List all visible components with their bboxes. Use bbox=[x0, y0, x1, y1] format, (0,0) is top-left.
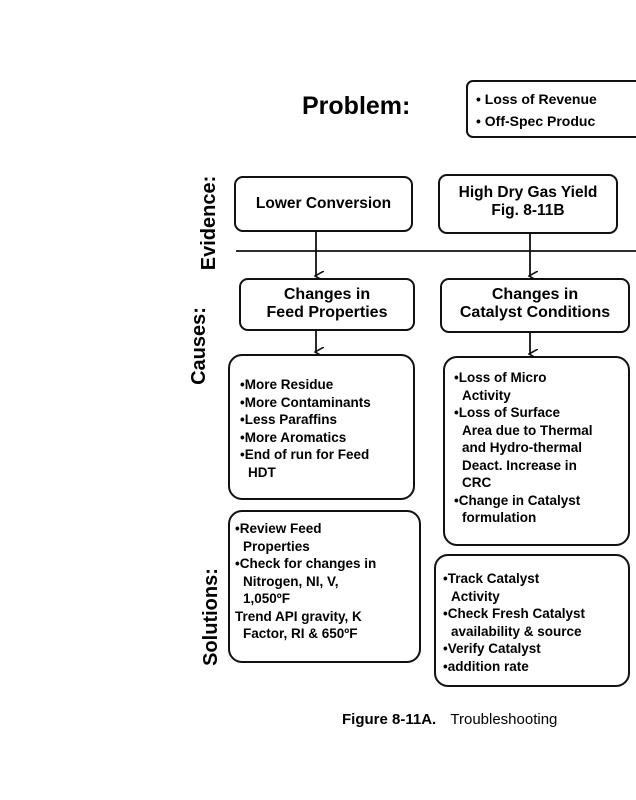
catalyst-detail-line: •Loss of Micro bbox=[454, 370, 547, 385]
feed-solution-line: Properties bbox=[243, 538, 310, 554]
catalyst-cause-line1: Changes in bbox=[491, 286, 579, 303]
feed-solution-line: Nitrogen, NI, V, bbox=[243, 573, 339, 589]
catalyst-details-box: •Loss of Micro Activity •Loss of Surface… bbox=[443, 356, 630, 546]
catalyst-solution-line: availability & source bbox=[451, 623, 582, 639]
problem-item-offspec: • Off-Spec Produc bbox=[476, 113, 596, 130]
catalyst-solution-line: •Check Fresh Catalyst bbox=[443, 606, 586, 622]
evidence-high-dry-gas-box: High Dry Gas Yield Fig. 8-11B bbox=[438, 174, 618, 234]
feed-detail-line: •More Contaminants bbox=[240, 394, 371, 410]
feed-solution-line: 1,050ºF bbox=[243, 591, 290, 607]
feed-details-box: •More Residue •More Contaminants •Less P… bbox=[228, 354, 415, 500]
feed-solution-line: Factor, RI & 650ºF bbox=[243, 626, 358, 642]
catalyst-solution-line: •addition rate bbox=[443, 658, 529, 674]
catalyst-detail-line: and Hydro-thermal bbox=[462, 440, 583, 456]
figure-caption: Figure 8-11A. Troubleshooting bbox=[342, 711, 557, 728]
feed-detail-line: •End of run for Feed bbox=[240, 447, 370, 463]
catalyst-detail-line: •Change in Catalyst bbox=[454, 492, 581, 508]
feed-solution-line: •Check for changes in bbox=[235, 556, 377, 572]
feed-detail-line: HDT bbox=[248, 464, 276, 480]
figure-caption-text: Troubleshooting bbox=[450, 711, 558, 728]
catalyst-detail-line: CRC bbox=[462, 475, 492, 491]
catalyst-solutions-box: •Track Catalyst Activity •Check Fresh Ca… bbox=[434, 554, 630, 687]
problem-item-revenue: • Loss of Revenue bbox=[476, 91, 597, 107]
feed-solution-line: Trend API gravity, K bbox=[235, 608, 362, 624]
feed-detail-line: •Less Paraffins bbox=[240, 412, 338, 428]
catalyst-detail-line: Area due to Thermal bbox=[462, 422, 593, 438]
feed-detail-line: •More Aromatics bbox=[240, 429, 347, 445]
catalyst-detail-line: Activity bbox=[462, 387, 511, 403]
cause-catalyst-conditions-box: Changes in Catalyst Conditions bbox=[440, 278, 630, 333]
causes-side-label: Causes: bbox=[188, 307, 210, 385]
feed-solutions-box: •Review Feed Properties •Check for chang… bbox=[228, 510, 421, 663]
catalyst-solution-line: Activity bbox=[451, 588, 500, 604]
catalyst-solution-line: •Verify Catalyst bbox=[443, 641, 541, 657]
problem-label: Problem: bbox=[302, 92, 411, 120]
figure-ref-text: Fig. 8-11B bbox=[491, 201, 565, 219]
high-dry-gas-text: High Dry Gas Yield bbox=[458, 184, 598, 201]
cause-feed-properties-box: Changes in Feed Properties bbox=[239, 278, 415, 331]
catalyst-detail-line: •Loss of Surface bbox=[454, 405, 561, 421]
feed-detail-line: •More Residue bbox=[240, 377, 334, 392]
figure-caption-label: Figure 8-11A. bbox=[342, 711, 437, 728]
catalyst-detail-line: formulation bbox=[462, 510, 537, 526]
evidence-side-label: Evidence: bbox=[198, 175, 220, 271]
feed-cause-line1: Changes in bbox=[283, 286, 371, 303]
solutions-side-label: Solutions: bbox=[200, 568, 222, 666]
catalyst-cause-line2: Catalyst Conditions bbox=[459, 304, 611, 322]
catalyst-detail-line: Deact. Increase in bbox=[462, 457, 577, 473]
lower-conversion-text: Lower Conversion bbox=[255, 195, 392, 213]
catalyst-solution-line: •Track Catalyst bbox=[443, 571, 540, 586]
feed-cause-line2: Feed Properties bbox=[266, 304, 388, 322]
feed-solution-line: •Review Feed bbox=[235, 521, 322, 536]
evidence-lower-conversion-box: Lower Conversion bbox=[234, 176, 413, 232]
problem-box: • Loss of Revenue • Off-Spec Produc bbox=[466, 80, 636, 138]
